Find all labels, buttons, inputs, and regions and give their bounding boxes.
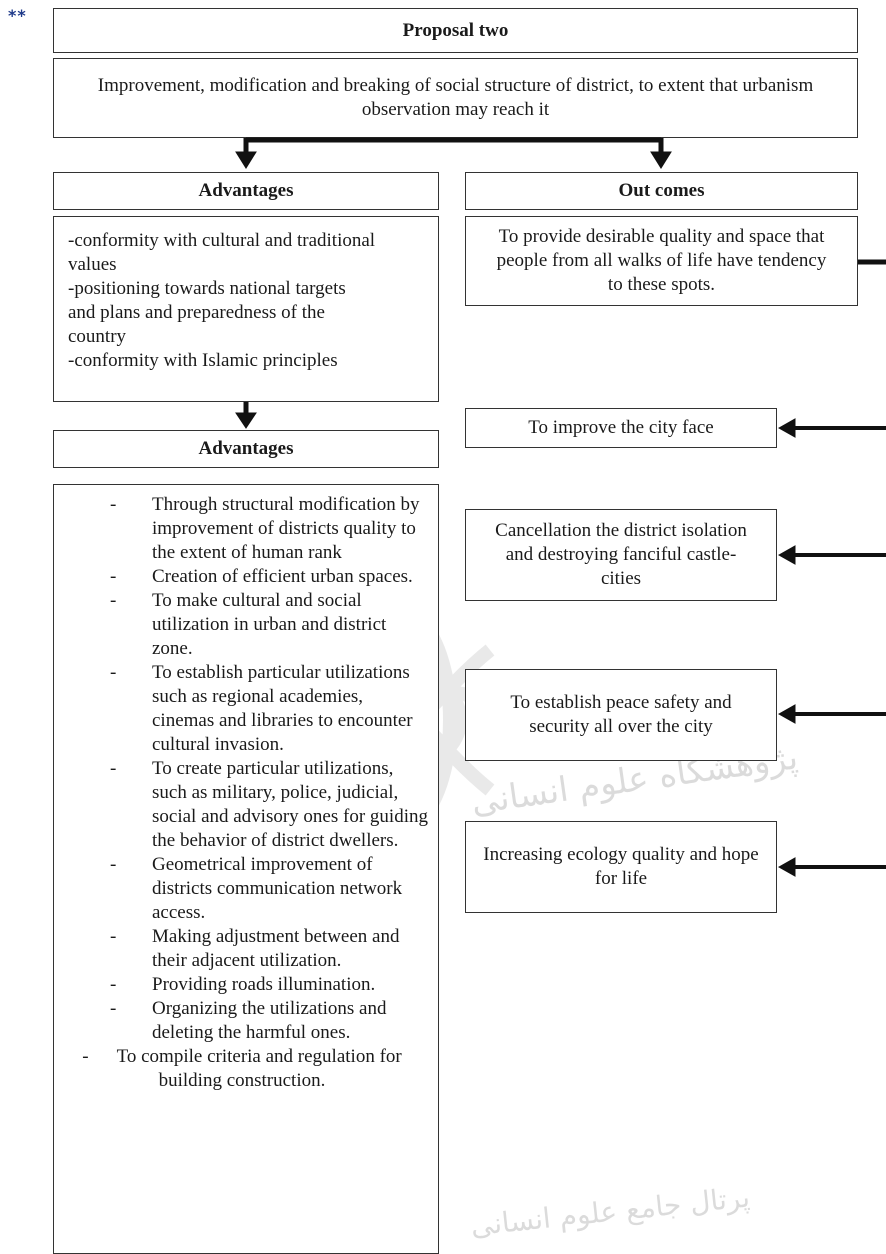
- arrow-left-icon: [777, 857, 796, 877]
- arrow-left-icon: [777, 418, 796, 438]
- advantages-header-1-text: Advantages: [198, 180, 294, 201]
- list-item-text: To compile criteria and regulation for b…: [116, 1046, 402, 1091]
- list-item-text: Making adjustment between and their adja…: [152, 926, 400, 971]
- outcome-text-4: To establish peace safety and security a…: [510, 692, 732, 737]
- list-item-text: Organizing the utilizations and deleting…: [152, 998, 387, 1043]
- advantages-1-line: country: [68, 326, 127, 347]
- outcome-text-3: Cancellation the district isolation and …: [495, 520, 747, 589]
- list-item: -Organizing the utilizations and deletin…: [110, 998, 387, 1043]
- list-item: -Through structural modification by impr…: [110, 494, 420, 563]
- list-item: -To compile criteria and regulation for …: [82, 1046, 402, 1091]
- list-item: -Creation of efficient urban spaces.: [110, 566, 413, 587]
- outcome-text-2: To improve the city face: [528, 417, 714, 438]
- advantages-1-line: -conformity with Islamic principles: [68, 350, 338, 371]
- arrow-down-icon: [235, 151, 257, 169]
- proposal-title-text: Proposal two: [402, 19, 509, 41]
- list-item: -Making adjustment between and their adj…: [110, 926, 400, 971]
- arrow-left-icon: [777, 545, 796, 565]
- outcome-box-1: To provide desirable quality and space t…: [465, 216, 858, 306]
- footnote-marker: **: [8, 6, 27, 25]
- advantages-header-2-text: Advantages: [198, 438, 294, 459]
- list-item-text: To make cultural and social utilization …: [152, 590, 387, 659]
- advantages-header-2: Advantages: [53, 430, 439, 468]
- list-item: -To make cultural and social utilization…: [110, 590, 387, 659]
- outcomes-header: Out comes: [465, 172, 858, 210]
- advantages-1-line: values: [68, 254, 117, 275]
- list-item-text: Creation of efficient urban spaces.: [152, 566, 413, 587]
- list-item-text: Through structural modification by impro…: [152, 494, 420, 563]
- advantages-box-1: -conformity with cultural and traditiona…: [53, 216, 439, 402]
- main-statement-box: Improvement, modification and breaking o…: [53, 58, 858, 138]
- outcome-text-1: To provide desirable quality and space t…: [496, 226, 827, 295]
- list-item-text: To create particular utilizations, such …: [152, 758, 428, 851]
- list-item-text: Providing roads illumination.: [152, 974, 376, 995]
- arrow-down-icon: [650, 151, 672, 169]
- list-item: -Providing roads illumination.: [110, 974, 376, 995]
- advantages-1-line: -conformity with cultural and traditiona…: [68, 230, 376, 251]
- outcome-box-3: Cancellation the district isolation and …: [465, 509, 777, 601]
- arrow-down-icon: [235, 412, 257, 429]
- watermark-text-2: پرتال جامع علوم انسانی: [469, 1180, 752, 1243]
- proposal-title: Proposal two: [53, 8, 858, 53]
- list-item: -To establish particular utilizations su…: [110, 662, 413, 755]
- list-item-text: To establish particular utilizations suc…: [152, 662, 413, 755]
- list-item-text: Geometrical improvement of districts com…: [152, 854, 403, 923]
- main-statement-text: Improvement, modification and breaking o…: [97, 75, 814, 120]
- advantages-box-2: -Through structural modification by impr…: [53, 484, 439, 1254]
- advantages-2-list: -Through structural modification by impr…: [54, 493, 438, 1093]
- list-item: -Geometrical improvement of districts co…: [110, 854, 403, 923]
- outcome-box-5: Increasing ecology quality and hope for …: [465, 821, 777, 913]
- outcome-box-4: To establish peace safety and security a…: [465, 669, 777, 761]
- advantages-header-1: Advantages: [53, 172, 439, 210]
- outcomes-header-text: Out comes: [618, 180, 705, 201]
- outcome-box-2: To improve the city face: [465, 408, 777, 448]
- list-item: -To create particular utilizations, such…: [110, 758, 428, 851]
- advantages-1-line: and plans and preparedness of the: [68, 302, 325, 323]
- outcome-text-5: Increasing ecology quality and hope for …: [483, 844, 759, 889]
- advantages-1-line: -positioning towards national targets: [68, 278, 346, 299]
- arrow-left-icon: [777, 704, 796, 724]
